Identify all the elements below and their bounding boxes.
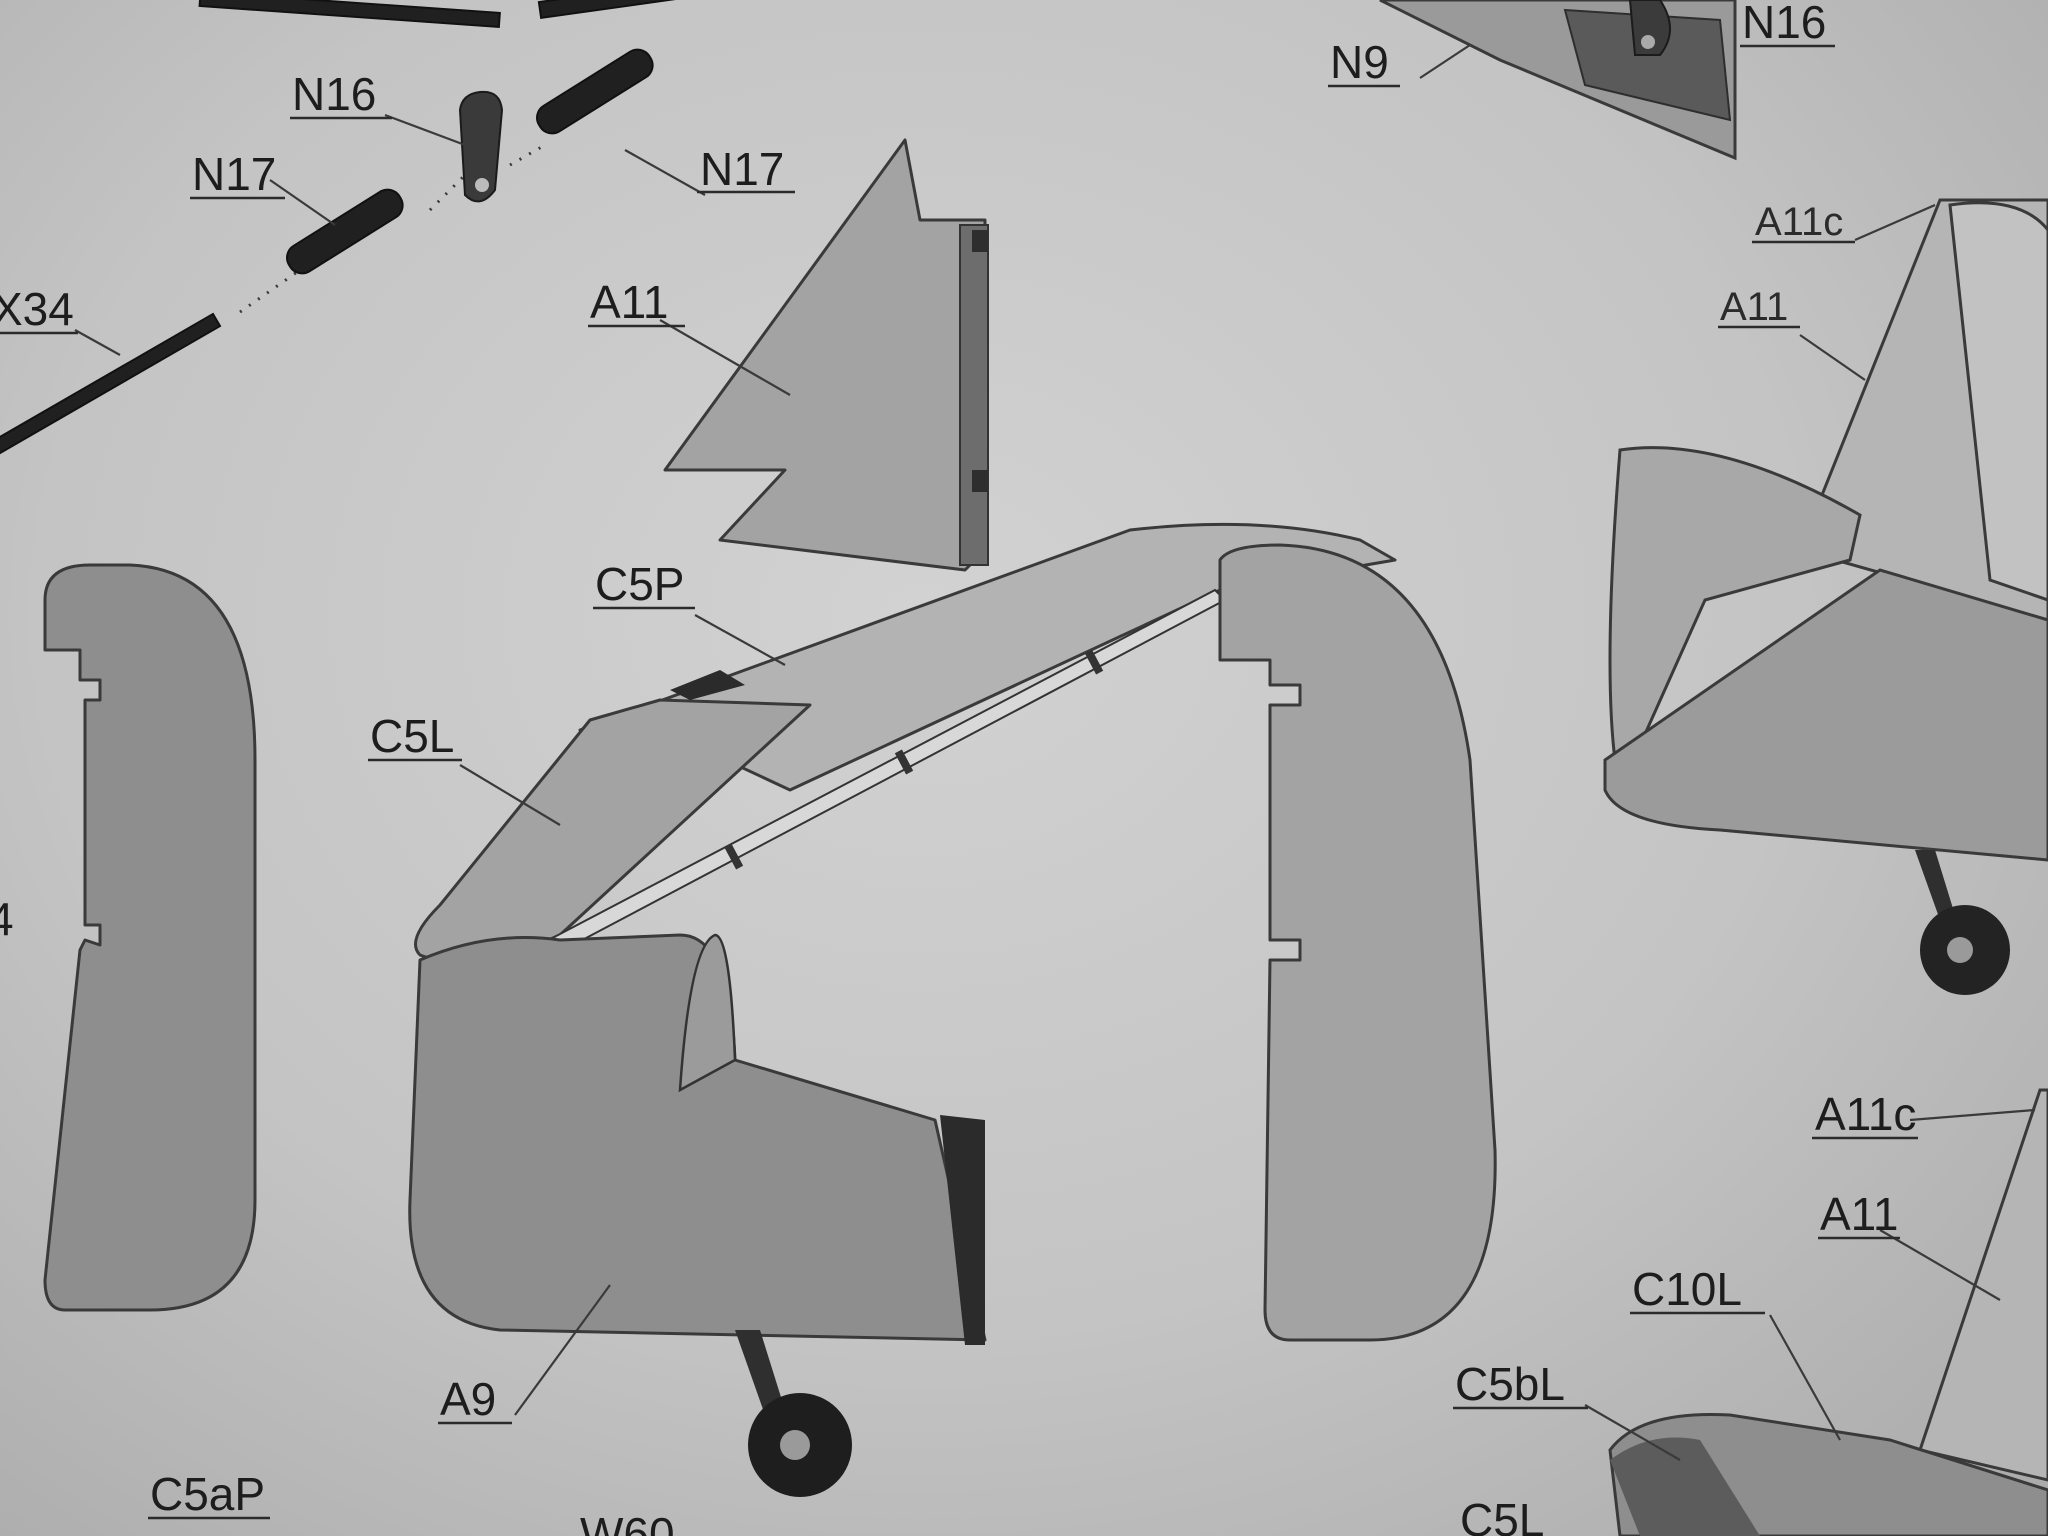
label-n9: N9	[1330, 36, 1389, 88]
dotted-alignment-line-3	[509, 143, 546, 167]
label-n17-left: N17	[192, 148, 276, 200]
label-w60: W60	[580, 1508, 675, 1536]
hardware-group	[0, 0, 701, 463]
spar-joint-2	[894, 749, 914, 775]
label-c5l: C5L	[370, 710, 454, 762]
control-horn-n16	[458, 90, 504, 203]
right-stabilizer	[1603, 568, 2048, 862]
label-c5p: C5P	[595, 558, 684, 610]
a9-cockpit-hump	[678, 933, 737, 1093]
right-fuselage-nose	[1608, 446, 1862, 795]
top-right-part	[1379, 0, 1737, 161]
label-a9: A9	[440, 1373, 496, 1425]
right-lower-fin	[1918, 1088, 2048, 1482]
right-tail-wheel-hub	[1947, 937, 1973, 963]
label-a11-right-bottom: A11	[1820, 1188, 1898, 1240]
leader-lines	[74, 44, 2036, 1461]
spar-joint-1	[724, 844, 744, 870]
right-assembly-upper	[1603, 198, 2048, 995]
left-rudder-partial	[43, 563, 257, 1312]
pushrod-x34	[0, 312, 222, 463]
fin-a11	[663, 138, 987, 572]
top-rod-right	[537, 0, 701, 20]
spar-joint-3	[1084, 649, 1104, 675]
clevis-n17-left	[286, 188, 404, 275]
label-left-edge-4: 4	[0, 893, 14, 945]
label-n16-top-left: N16	[292, 68, 376, 120]
label-x34: X34	[0, 283, 74, 335]
top-rod-left	[198, 0, 501, 28]
right-rudder	[1948, 201, 2048, 602]
right-wheel-strut	[1915, 850, 1955, 920]
label-n16-top-right: N16	[1742, 0, 1826, 48]
right-lower-dark-band	[1610, 1437, 1760, 1536]
c5p-dark-tab	[670, 670, 745, 700]
n16-horn-right-hole	[1641, 35, 1655, 49]
label-c5l-bottom: C5L	[1460, 1494, 1544, 1536]
clevis-n17-right	[536, 48, 654, 135]
fin-a11-hinge-2	[972, 470, 988, 492]
center-rudder	[1218, 543, 1497, 1342]
right-assembly-lower	[1608, 1088, 2048, 1536]
tail-wheel-hub	[780, 1430, 810, 1460]
label-c5bl: C5bL	[1455, 1358, 1565, 1410]
control-horn-hole	[475, 178, 489, 192]
dotted-alignment-line-2	[428, 173, 467, 212]
label-a11-right-top: A11	[1720, 285, 1788, 329]
part-labels: N16 N17 N17 X34 N9 N16 A11 A11c A11 C5P …	[0, 0, 1918, 1536]
n16-horn-right	[1628, 0, 1671, 56]
label-a11c-right-bottom: A11c	[1815, 1088, 1916, 1140]
dotted-alignment-line-1	[239, 268, 301, 314]
label-a11c-right-top: A11c	[1755, 200, 1843, 244]
tail-wheel-strut	[735, 1330, 785, 1415]
fin-a11-hinge-strip	[959, 224, 989, 566]
label-c5ap: C5aP	[150, 1468, 265, 1520]
fin-a11-hinge-1	[972, 230, 988, 252]
label-a11-center: A11	[590, 276, 668, 328]
a9-rear-dark-edge	[940, 1115, 985, 1345]
label-n17-right: N17	[700, 143, 784, 195]
label-c10l: C10L	[1632, 1263, 1742, 1315]
